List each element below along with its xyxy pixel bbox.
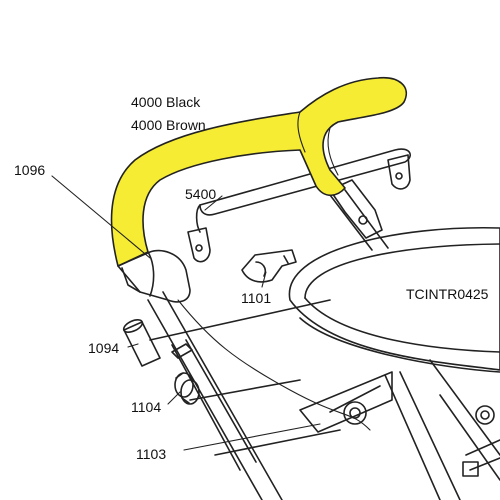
stroller-frame: [147, 189, 500, 500]
label-5400: 5400: [185, 186, 216, 202]
bushing-1094: [122, 319, 161, 367]
label-4000-brown: 4000 Brown: [131, 117, 206, 133]
handlebar-4000: [110, 77, 407, 267]
label-1103: 1103: [136, 446, 166, 462]
snack-tray: [288, 226, 500, 373]
label-1094: 1094: [88, 340, 119, 356]
clip-1101: [241, 249, 297, 283]
parent-bar-5400: [187, 148, 411, 263]
leader-lines: [51, 175, 321, 451]
label-4000-black: 4000 Black: [131, 94, 201, 110]
handlebar-highlight: [110, 77, 407, 267]
label-1104: 1104: [131, 399, 161, 415]
hinge-1096: [117, 249, 191, 303]
label-tcintr0425: TCINTR0425: [406, 286, 489, 302]
label-1101: 1101: [241, 290, 271, 306]
label-1096: 1096: [14, 162, 45, 178]
part-labels: 4000 Black 4000 Brown 1096 5400 1101 109…: [14, 94, 489, 462]
knob-1104: [171, 343, 200, 405]
